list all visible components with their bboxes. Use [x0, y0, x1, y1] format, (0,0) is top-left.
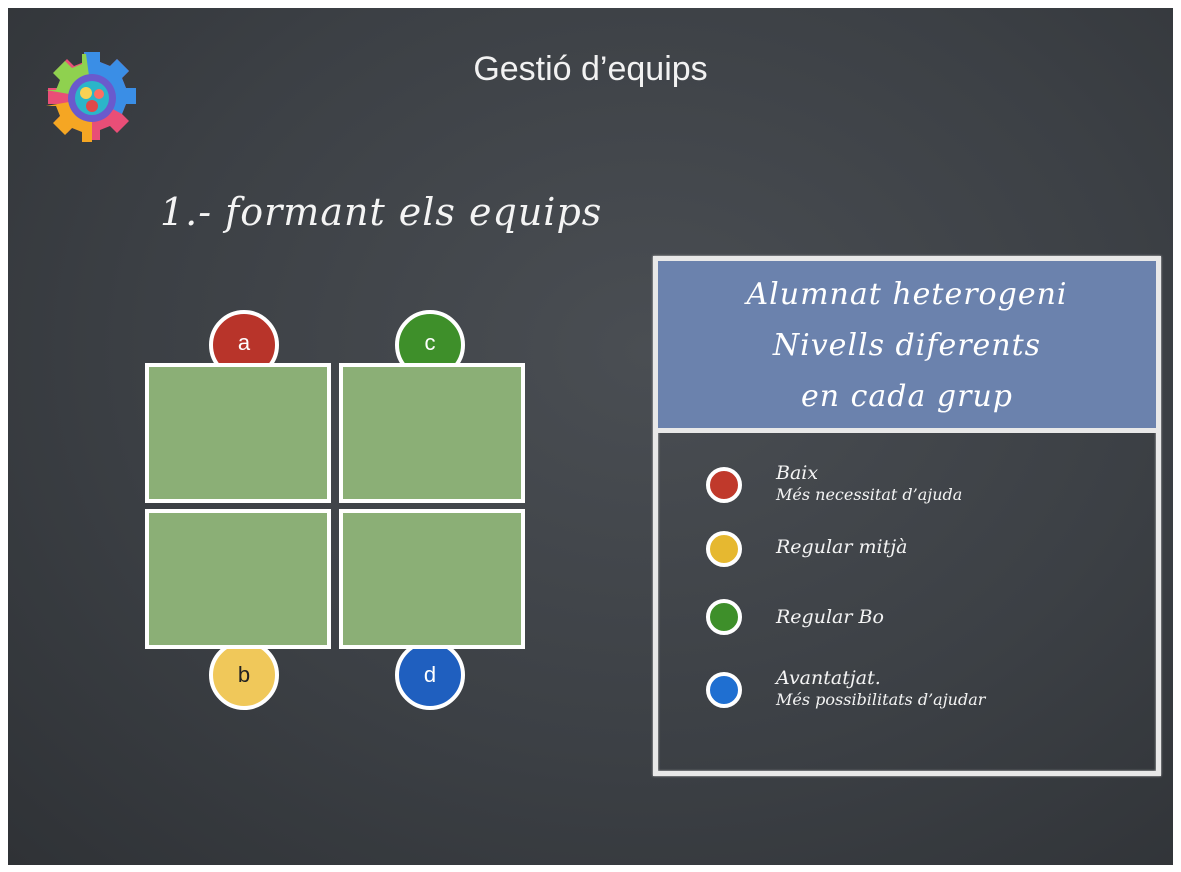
- heading-line: en cada grup: [801, 379, 1013, 414]
- student-letter: c: [424, 330, 436, 355]
- student-badge-d: d: [395, 640, 465, 710]
- legend-label: Regular Bo: [776, 606, 884, 628]
- desk-top-left: [145, 363, 331, 503]
- page-title: Gestió d’equips: [473, 50, 708, 88]
- puzzle-gear-logo-icon: [46, 52, 136, 142]
- panel-heading: Alumnat heterogeni Nivells diferents en …: [658, 261, 1156, 433]
- info-panel: Alumnat heterogeni Nivells diferents en …: [653, 256, 1161, 776]
- desk-top-right: [339, 363, 525, 503]
- green-dot-icon: [706, 599, 742, 635]
- student-letter: d: [423, 662, 437, 687]
- legend-sublabel: Més possibilitats d’ajudar: [776, 690, 986, 709]
- legend-label: Baix: [776, 462, 819, 484]
- yellow-dot-icon: [706, 531, 742, 567]
- heading-line: Alumnat heterogeni: [746, 277, 1068, 312]
- student-badge-b: b: [209, 640, 279, 710]
- section-subtitle: 1.- formant els equips: [160, 190, 603, 234]
- desk-bottom-left: [145, 509, 331, 649]
- red-dot-icon: [706, 467, 742, 503]
- legend-label: Avantatjat.: [776, 667, 881, 689]
- blue-dot-icon: [706, 672, 742, 708]
- student-letter: b: [237, 662, 251, 687]
- legend-label: Regular mitjà: [776, 536, 908, 558]
- slide: Gestió d’equips 1.- formant els equips a…: [8, 8, 1173, 865]
- legend-sublabel: Més necessitat d’ajuda: [776, 485, 963, 504]
- heading-line: Nivells diferents: [772, 328, 1042, 363]
- student-letter: a: [237, 330, 251, 355]
- desk-bottom-right: [339, 509, 525, 649]
